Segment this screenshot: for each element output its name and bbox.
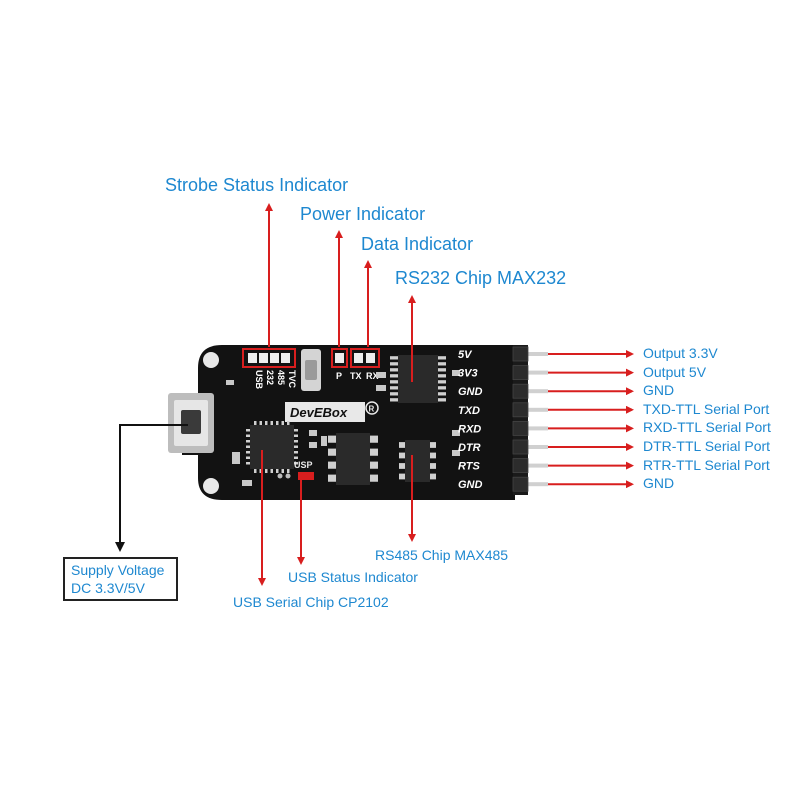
micro-usb-connector <box>168 393 214 453</box>
power-indicator-label: Power Indicator <box>300 204 426 224</box>
pin-silk-label: 3V3 <box>458 368 478 380</box>
header-pin <box>528 370 548 375</box>
power-led-box <box>331 348 348 368</box>
pin-output-label: GND <box>643 475 675 492</box>
usb-status-label: USB Status Indicator <box>288 569 418 585</box>
header-pin <box>528 389 548 394</box>
pin-output-label: GND <box>643 382 675 399</box>
supply-voltage-box: Supply Voltage DC 3.3V/5V <box>63 557 178 601</box>
silk-led-label: P <box>336 371 342 381</box>
usp-silk-label: USP <box>294 460 313 470</box>
pin-silk-label: GND <box>458 386 483 398</box>
silk-mode-label: TVC <box>287 370 297 389</box>
header-pin <box>528 482 548 487</box>
max485-chip <box>328 433 378 485</box>
svg-text:R: R <box>369 405 375 414</box>
cp2102-chip <box>246 421 298 473</box>
max232-chip <box>390 355 446 403</box>
supply-voltage-line1: Supply Voltage <box>71 562 165 578</box>
pin-header-block <box>513 345 528 495</box>
brand-label: DevEBox <box>290 405 348 420</box>
data-indicator-label: Data Indicator <box>361 234 474 254</box>
pin-output-label: RTR-TTL Serial Port <box>643 456 770 473</box>
usb-status-led <box>298 472 314 480</box>
supply-voltage-line2: DC 3.3V/5V <box>71 580 145 596</box>
silk-led-label: TX <box>350 371 362 381</box>
pin-silk-label: DTR <box>458 442 481 454</box>
silk-mode-label: 485 <box>276 370 286 385</box>
pin-silk-label: RTS <box>458 461 480 473</box>
brand-plate: DevEBox R <box>285 401 379 422</box>
pin-silk-label: 5V <box>458 349 473 361</box>
pin-silk-label: TXD <box>458 405 480 417</box>
silk-led-labels: P TX RX <box>336 371 379 381</box>
pin-output-label: Output 3.3V <box>643 345 718 361</box>
pin-silk-label: RXD <box>458 423 481 435</box>
header-pin <box>528 426 548 431</box>
pin-output-label: Output 5V <box>643 363 707 380</box>
silk-mode-label: 232 <box>265 370 275 385</box>
silk-mode-label: USB <box>254 370 264 390</box>
pin-output-label: TXD-TTL Serial Port <box>643 400 770 417</box>
supply-connector-line <box>115 424 188 552</box>
usb-serial-chip-label: USB Serial Chip CP2102 <box>233 594 389 610</box>
strobe-led-box <box>242 348 296 368</box>
pin-output-label: DTR-TTL Serial Port <box>643 438 771 454</box>
data-led-box <box>350 348 380 368</box>
strobe-status-label: Strobe Status Indicator <box>165 175 349 195</box>
pin-output-label: RXD-TTL Serial Port <box>643 419 771 436</box>
mounting-hole <box>203 478 219 494</box>
silk-led-label: RX <box>366 371 379 381</box>
header-pin <box>528 445 548 449</box>
header-pin <box>528 352 548 356</box>
rs485-chip-label: RS485 Chip MAX485 <box>375 547 509 563</box>
header-pin <box>528 407 548 412</box>
mounting-hole <box>203 352 219 368</box>
rs232-chip-label: RS232 Chip MAX232 <box>395 268 567 288</box>
header-pin <box>528 463 548 468</box>
pin-silk-label: GND <box>458 479 483 491</box>
